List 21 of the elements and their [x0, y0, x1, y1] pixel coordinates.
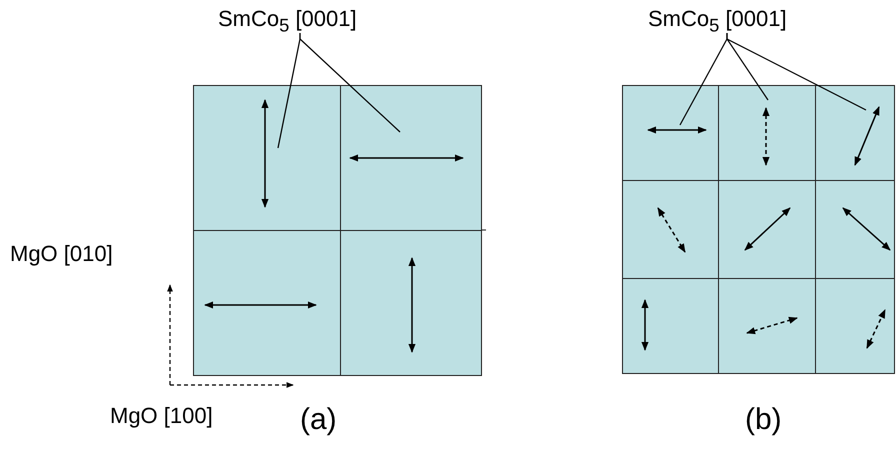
grain-cell: [193, 230, 341, 376]
grain-cell: [340, 85, 482, 231]
grain-cell: [622, 85, 719, 181]
grain-cell: [718, 180, 816, 279]
leader-line: [726, 33, 866, 111]
leader-line: [299, 33, 400, 132]
panel-label: (b): [745, 405, 782, 435]
axis-label: MgO [100]: [110, 405, 213, 427]
grain-cell: [815, 85, 895, 181]
grain-cell: [718, 278, 816, 374]
axis-label: MgO [010]: [10, 243, 113, 265]
grain-cell: [622, 180, 719, 279]
grain-cell: [622, 278, 719, 374]
grain-cell: [193, 85, 341, 231]
grain-cell: [718, 85, 816, 181]
callout-label: SmCo$_{5}$ [0001]: [218, 8, 357, 35]
callout-label: SmCo$_{5}$ [0001]: [648, 8, 787, 35]
panel-label: (a): [300, 405, 337, 435]
grain-cell: [340, 230, 482, 376]
grain-cell: [815, 180, 895, 279]
grain-cell: [815, 278, 895, 374]
